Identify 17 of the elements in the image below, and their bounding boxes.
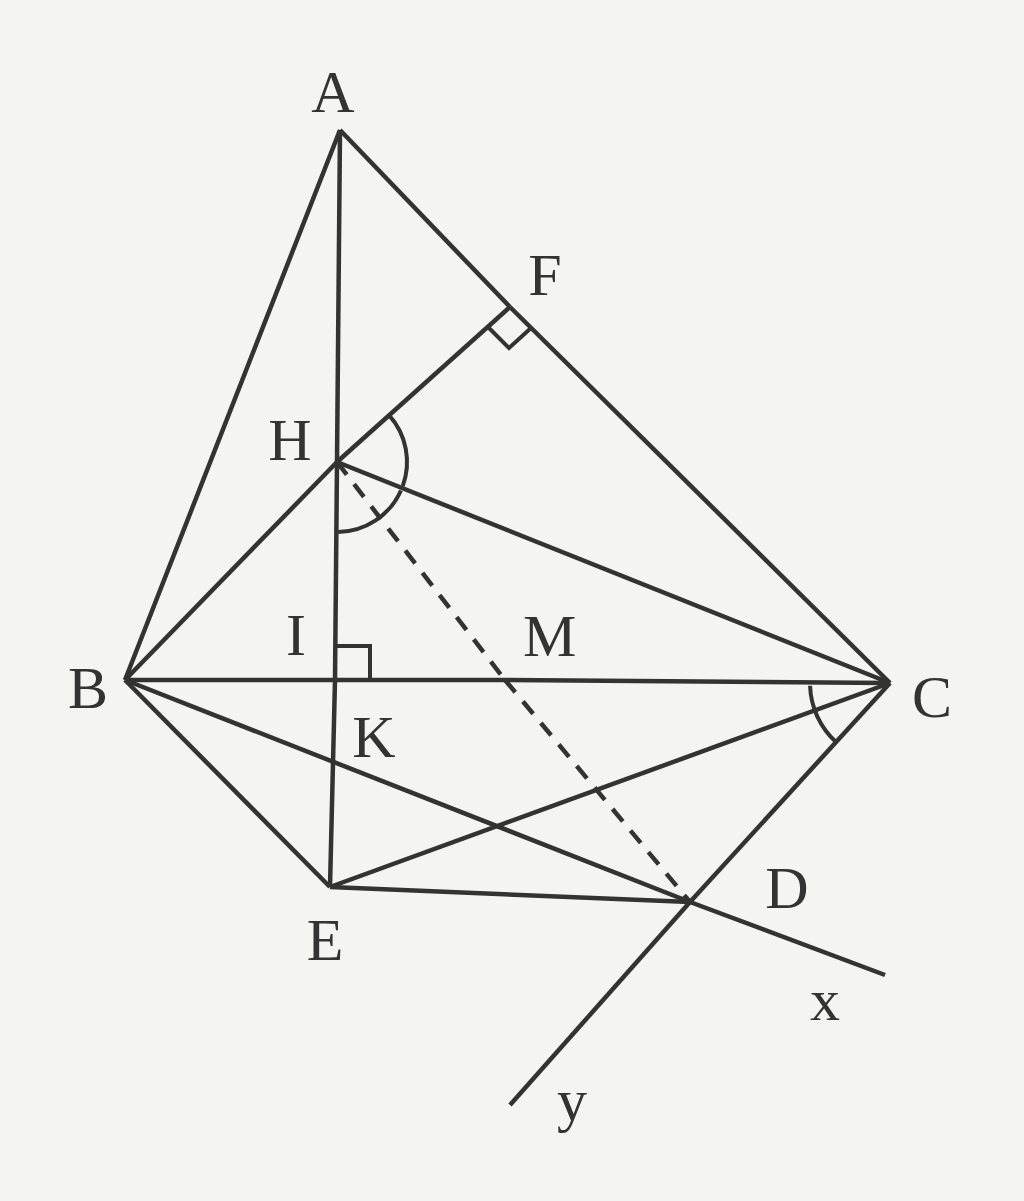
- vertex-label: K: [335, 680, 398, 767]
- vertex-label: B: [64, 658, 125, 718]
- point-label: I: [285, 605, 307, 665]
- vertex-label: D: [690, 858, 811, 918]
- line-segment: [334, 130, 343, 462]
- line-segment: [123, 678, 332, 889]
- line-segment: [338, 128, 512, 309]
- vertex-label: A: [309, 62, 357, 130]
- vertex-label: C: [890, 667, 956, 727]
- vertex-label: E: [301, 887, 349, 970]
- line-segment: [688, 681, 892, 904]
- line-segment: [689, 899, 886, 978]
- line-segment: [125, 677, 335, 683]
- vertex-label: H: [266, 410, 337, 470]
- vertex-label: x: [801, 970, 885, 1030]
- line-segment: [335, 677, 505, 683]
- vertex-label: F: [510, 245, 569, 307]
